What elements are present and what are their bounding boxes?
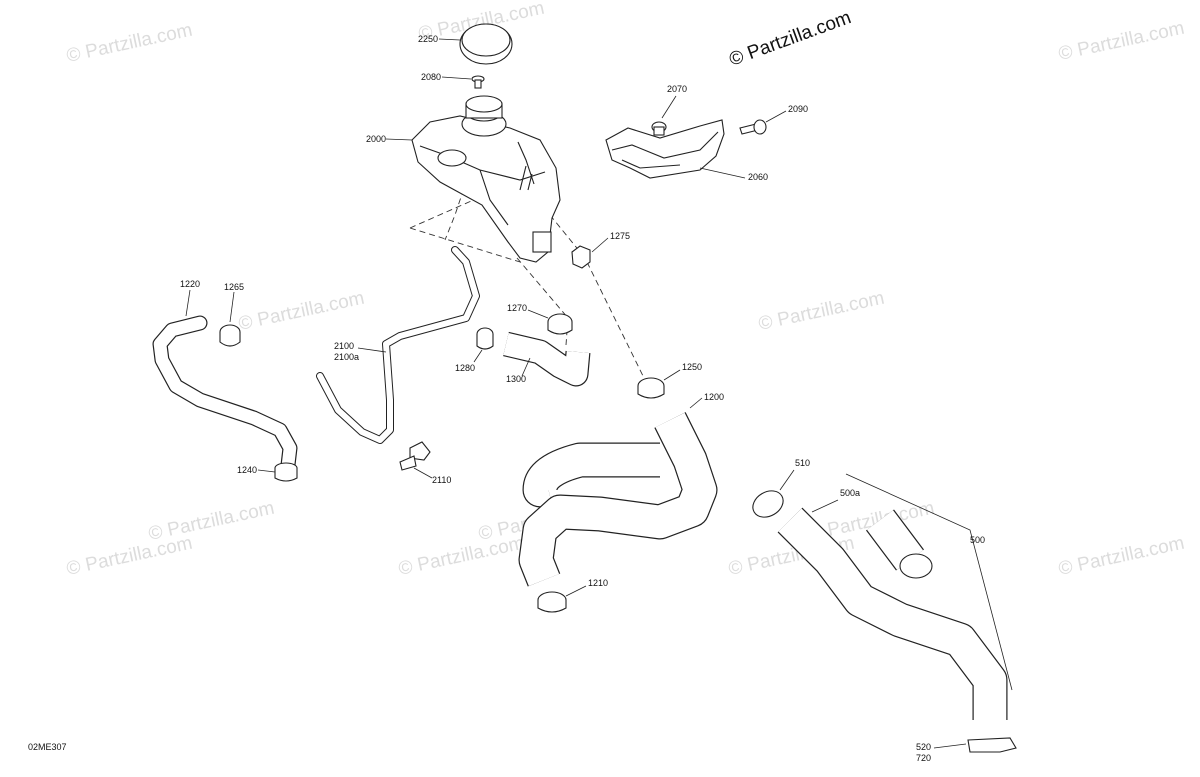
bracket-part-2060[interactable] [605,119,746,179]
diagram-code: 02ME307 [28,742,67,752]
clamp-part-1270[interactable] [527,309,573,335]
hose-part-2100[interactable] [316,246,480,444]
callout-720: 720 [916,753,931,763]
callout-1280: 1280 [455,363,475,373]
callout-2110: 2110 [432,475,451,485]
watermark: © Partzilla.com [65,20,195,67]
screw-part-2080[interactable] [441,75,485,89]
hose-part-500[interactable] [777,473,1013,720]
callout-1200: 1200 [704,392,724,402]
callout-2080: 2080 [421,72,441,82]
clamp-part-520[interactable] [933,737,1017,753]
watermark: © Partzilla.com [147,498,277,545]
callout-2000: 2000 [366,134,386,144]
watermark: © Partzilla.com [1057,18,1187,65]
callout-2070: 2070 [667,84,687,94]
callout-1240: 1240 [237,465,257,475]
watermark: © Partzilla.com [237,288,367,335]
callout-labels: 2250 2080 2000 2070 2090 2060 1275 1220 … [180,34,985,763]
clamp-part-1210[interactable] [537,585,587,613]
hose-part-1200[interactable] [518,397,718,587]
nut-part-1275[interactable] [571,237,609,269]
screw-part-2090[interactable] [739,110,787,135]
grommet-part-2070[interactable] [651,95,677,136]
callout-1270: 1270 [507,303,527,313]
callout-2100: 2100 [334,341,354,351]
watermark: © Partzilla.com [1057,533,1187,580]
copyright-text: © Partzilla.com [727,7,854,71]
cap-part-2250[interactable] [438,23,513,65]
callout-1265: 1265 [224,282,244,292]
clamp-part-1265[interactable] [219,291,241,347]
hose-part-1300[interactable] [503,331,591,387]
callout-1275: 1275 [610,231,630,241]
callout-2090: 2090 [788,104,808,114]
coolant-reservoir-2000[interactable] [385,95,561,263]
watermark: © Partzilla.com [397,533,527,580]
callout-510: 510 [795,458,810,468]
callout-500a: 500a [840,488,860,498]
clamp-part-1240[interactable] [257,462,298,482]
callout-1250: 1250 [682,362,702,372]
callout-2250: 2250 [418,34,438,44]
callout-1300: 1300 [506,374,526,384]
watermark: © Partzilla.com [757,288,887,335]
callout-2060: 2060 [748,172,768,182]
clamp-part-1280[interactable] [473,327,494,363]
clamp-part-510[interactable] [748,469,795,522]
clamp-part-2110[interactable] [399,441,433,479]
callout-1210: 1210 [588,578,608,588]
hose-part-1220[interactable] [152,289,298,473]
callout-1220: 1220 [180,279,200,289]
callout-500: 500 [970,535,985,545]
callout-520: 520 [916,742,931,752]
clamp-part-1250[interactable] [637,369,681,399]
callout-2100a: 2100a [334,352,359,362]
